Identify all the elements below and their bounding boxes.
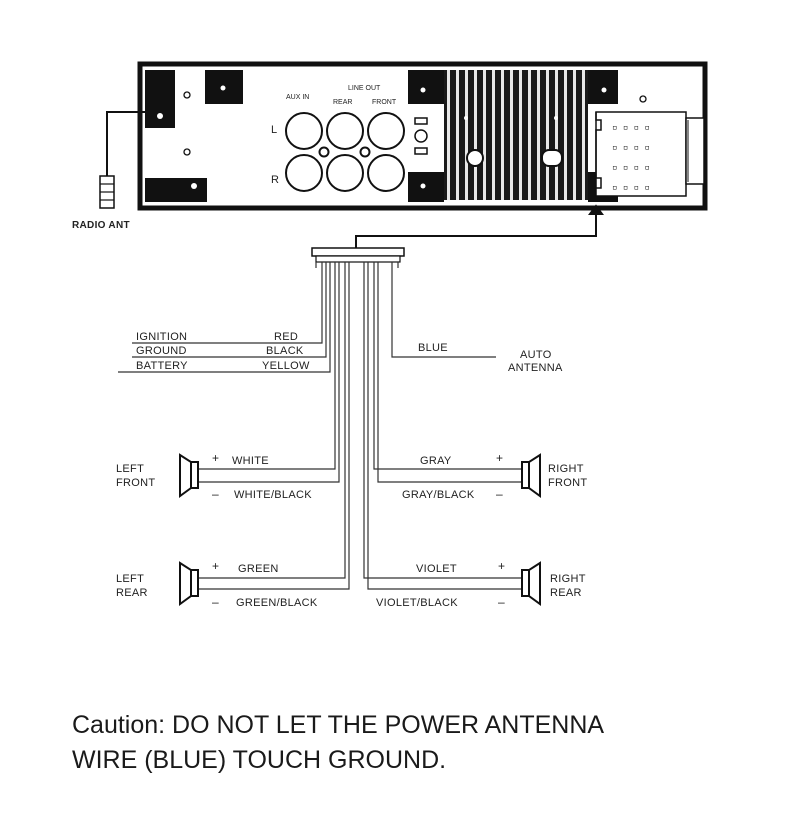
yellow-wire-label: YELLOW: [262, 360, 310, 372]
radio-antenna: RADIO ANT: [72, 111, 145, 231]
green-wire-label: GREEN: [238, 563, 279, 575]
svg-text:▫ ▫ ▫ ▫: ▫ ▫ ▫ ▫: [612, 123, 650, 133]
rca-jack[interactable]: [367, 112, 405, 150]
svg-text:+: +: [212, 451, 219, 465]
svg-text:LEFT: LEFT: [116, 573, 144, 585]
port-indicator: [414, 117, 428, 125]
ground-label: GROUND: [136, 345, 187, 357]
port-jack[interactable]: [414, 129, 428, 143]
harness-feed: [355, 204, 604, 248]
ignition-label: IGNITION: [136, 331, 187, 343]
green-black-wire-label: GREEN/BLACK: [236, 597, 318, 609]
caution-line-2: WIRE (BLUE) TOUCH GROUND.: [72, 746, 447, 774]
black-wire-label: BLACK: [266, 345, 304, 357]
rca-jack[interactable]: [285, 154, 323, 192]
left-channel-label: L: [271, 124, 277, 136]
rca-jack[interactable]: [326, 154, 364, 192]
aux-in-label: AUX IN: [286, 94, 309, 101]
heatsink-slot: [541, 149, 563, 167]
svg-text:RIGHT: RIGHT: [550, 573, 586, 585]
red-wire-label: RED: [274, 331, 298, 343]
speaker-left-rear: LEFT REAR + – GREEN GREEN/BLACK: [116, 559, 318, 609]
battery-label: BATTERY: [136, 360, 188, 372]
white-wire-label: WHITE: [232, 455, 269, 467]
iso-connector[interactable]: ▫ ▫ ▫ ▫ ▫ ▫ ▫ ▫ ▫ ▫ ▫ ▫ ▫ ▫ ▫ ▫: [595, 111, 705, 197]
speaker-right-rear: RIGHT REAR + – VIOLET VIOLET/BLACK: [376, 559, 586, 609]
blue-wire-label: BLUE: [418, 342, 448, 354]
heatsink: [444, 70, 588, 200]
svg-text:–: –: [212, 595, 219, 609]
white-black-wire-label: WHITE/BLACK: [234, 489, 312, 501]
right-channel-label: R: [271, 174, 279, 186]
front-label: FRONT: [372, 99, 397, 106]
heatsink-screw: [466, 149, 484, 167]
svg-text:▫ ▫ ▫ ▫: ▫ ▫ ▫ ▫: [612, 163, 650, 173]
corner-block: [145, 70, 175, 128]
svg-text:REAR: REAR: [550, 587, 582, 599]
harness-connector: [311, 247, 405, 263]
gray-black-wire-label: GRAY/BLACK: [402, 489, 475, 501]
line-out-label: LINE OUT: [348, 85, 381, 92]
speaker-right-front: RIGHT FRONT + – GRAY GRAY/BLACK: [402, 451, 587, 501]
auto-antenna-wire: BLUE AUTO ANTENNA: [418, 342, 563, 374]
rca-jacks: [285, 112, 405, 192]
svg-text:FRONT: FRONT: [548, 477, 587, 489]
radio-ant-label: RADIO ANT: [72, 220, 130, 231]
svg-text:–: –: [498, 595, 505, 609]
power-wires: IGNITION GROUND BATTERY RED BLACK YELLOW: [136, 331, 310, 372]
gray-wire-label: GRAY: [420, 455, 452, 467]
svg-text:–: –: [496, 487, 503, 501]
rear-label: REAR: [333, 99, 352, 106]
rca-jack[interactable]: [367, 154, 405, 192]
svg-text:FRONT: FRONT: [116, 477, 155, 489]
svg-text:+: +: [212, 559, 219, 573]
svg-text:+: +: [496, 451, 503, 465]
svg-text:▫ ▫ ▫ ▫: ▫ ▫ ▫ ▫: [612, 183, 650, 193]
rca-jack[interactable]: [285, 112, 323, 150]
svg-text:▫ ▫ ▫ ▫: ▫ ▫ ▫ ▫: [612, 143, 650, 153]
svg-text:REAR: REAR: [116, 587, 148, 599]
violet-black-wire-label: VIOLET/BLACK: [376, 597, 458, 609]
violet-wire-label: VIOLET: [416, 563, 457, 575]
svg-text:+: +: [498, 559, 505, 573]
rca-jack[interactable]: [326, 112, 364, 150]
caution-caption: Caution: DO NOT LET THE POWER ANTENNA WI…: [72, 708, 772, 778]
caution-line-1: Caution: DO NOT LET THE POWER ANTENNA: [72, 711, 605, 739]
svg-text:RIGHT: RIGHT: [548, 463, 584, 475]
speaker-left-front: LEFT FRONT + – WHITE WHITE/BLACK: [116, 451, 312, 501]
svg-text:–: –: [212, 487, 219, 501]
auto-antenna-label: AUTO: [520, 349, 552, 361]
auto-antenna-label-2: ANTENNA: [508, 362, 563, 374]
head-unit: AUX IN LINE OUT REAR FRONT L R ▫ ▫ ▫ ▫ ▫…: [137, 61, 708, 211]
svg-text:LEFT: LEFT: [116, 463, 144, 475]
wire-bundle: [118, 262, 524, 590]
